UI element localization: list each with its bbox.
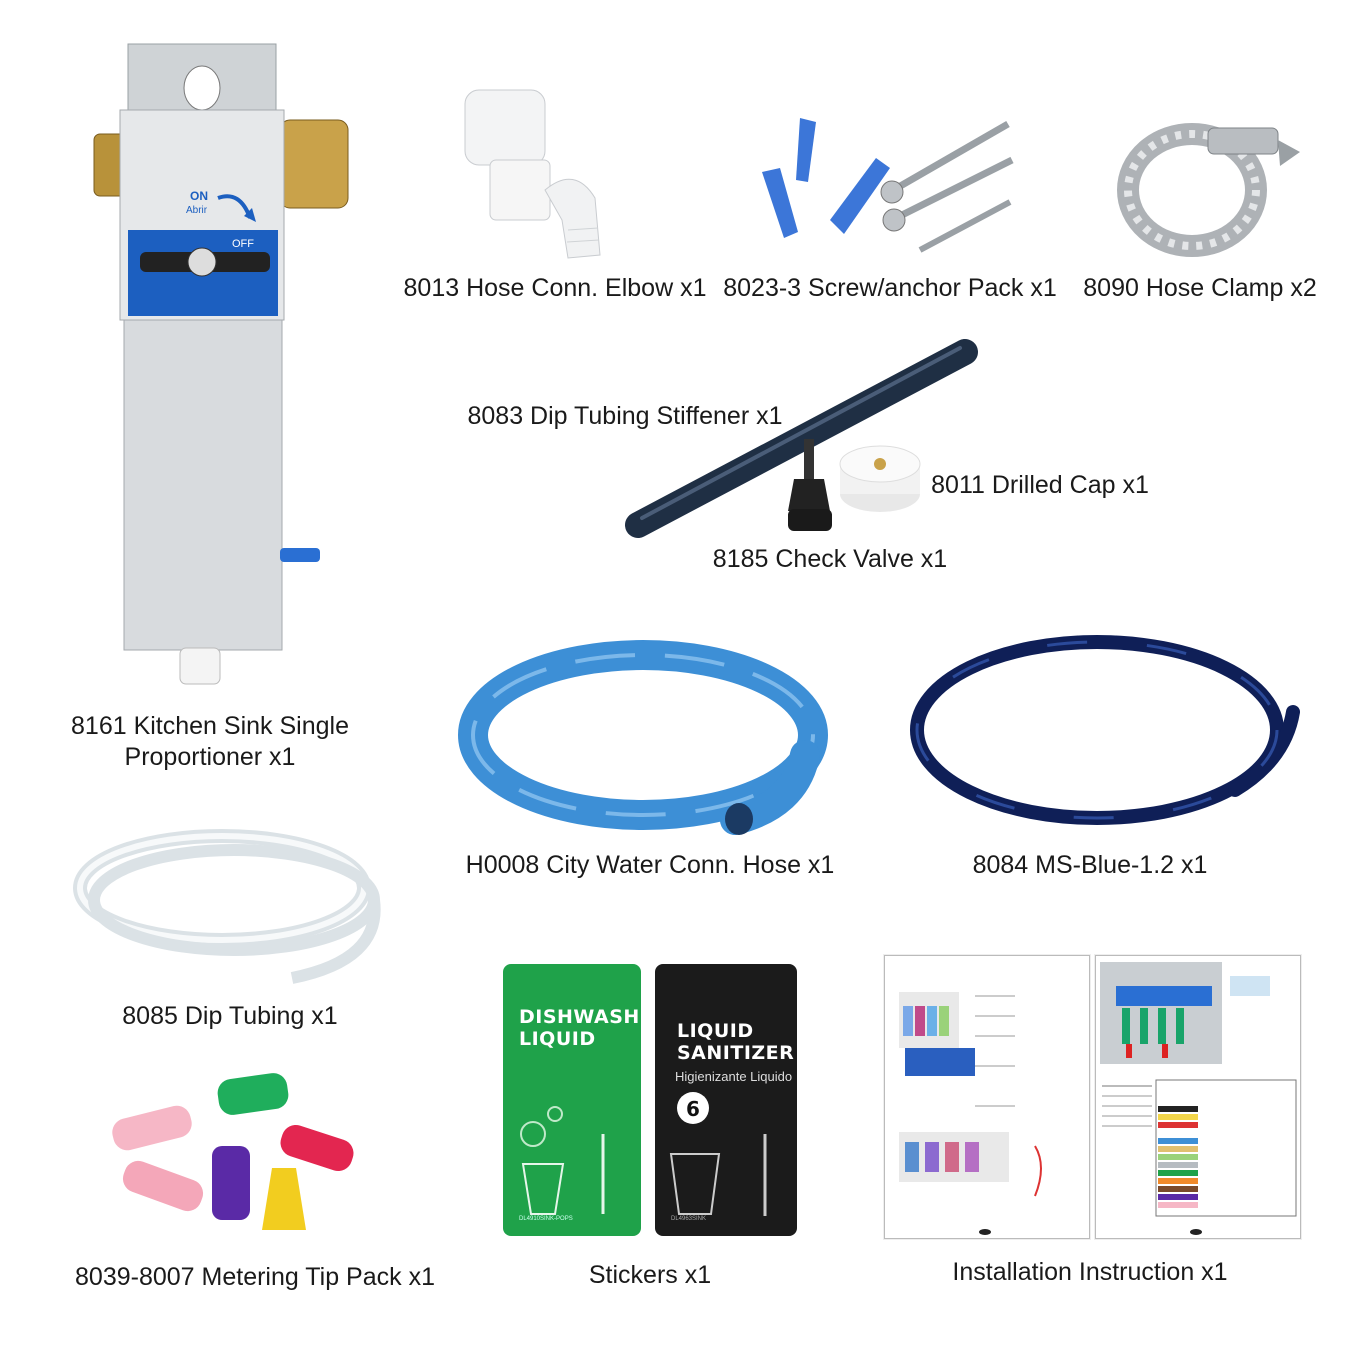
off-label: OFF <box>232 238 254 250</box>
dishwashing-code: DL4910SINK-POPS <box>519 1216 573 1222</box>
stiffener-caption: 8083 Dip Tubing Stiffener x1 <box>467 402 783 430</box>
dip-tubing-caption: 8085 Dip Tubing x1 <box>122 1002 338 1030</box>
abrir-label: Abrir <box>186 205 208 216</box>
liquid-sanitizer-sticker: LIQUID SANITIZER Higienizante Liquido 6 … <box>655 964 797 1236</box>
screw-anchor-caption: 8023-3 Screw/anchor Pack x1 <box>723 274 1057 302</box>
check-valve-caption: 8185 Check Valve x1 <box>712 545 948 573</box>
dishwashing-title-line1: DISHWASHING <box>519 1006 641 1028</box>
instruction-page-right <box>1095 955 1301 1239</box>
check-valve-image <box>780 435 840 535</box>
stiffener-image <box>620 339 980 540</box>
drilled-cap-caption: 8011 Drilled Cap x1 <box>931 471 1149 499</box>
dip-tubing-image <box>72 820 392 990</box>
instruction-page-left <box>884 955 1090 1239</box>
city-hose-image <box>455 635 840 845</box>
proportioner-caption-line1: 8161 Kitchen Sink Single <box>71 712 349 740</box>
ms-blue-tube-image <box>905 630 1305 845</box>
proportioner-image: ON Abrir OFF <box>80 40 349 690</box>
proportioner-illustration: ON Abrir OFF <box>93 43 349 685</box>
ms-blue-caption: 8084 MS-Blue-1.2 x1 <box>972 851 1208 879</box>
sanitizer-subtitle: Higienizante Liquido <box>675 1069 793 1084</box>
metering-tips-caption: 8039-8007 Metering Tip Pack x1 <box>75 1263 435 1291</box>
on-label: ON <box>190 189 208 203</box>
stickers-caption: Stickers x1 <box>588 1261 712 1289</box>
metering-tips-image <box>100 1070 380 1250</box>
city-hose-caption: H0008 City Water Conn. Hose x1 <box>465 851 835 879</box>
screw-anchor-image <box>750 110 1040 253</box>
hose-clamp-caption: 8090 Hose Clamp x2 <box>1083 274 1317 302</box>
sanitizer-title-line1: LIQUID <box>677 1020 754 1042</box>
sanitizer-title-line2: SANITIZER <box>677 1042 795 1064</box>
instructions-caption: Installation Instruction x1 <box>952 1258 1228 1286</box>
dishwashing-title-line2: LIQUID <box>519 1028 596 1050</box>
hose-clamp-image <box>1110 110 1310 260</box>
sanitizer-code: DL4963SINK <box>671 1216 707 1222</box>
elbow-image <box>450 80 630 270</box>
sanitizer-number: 6 <box>686 1097 700 1121</box>
elbow-caption: 8013 Hose Conn. Elbow x1 <box>403 274 707 302</box>
dishwashing-liquid-sticker: DISHWASHING LIQUID DL4910SINK-POPS <box>503 964 641 1236</box>
drilled-cap-image <box>832 440 932 520</box>
proportioner-caption-line2: Proportioner x1 <box>124 743 296 771</box>
